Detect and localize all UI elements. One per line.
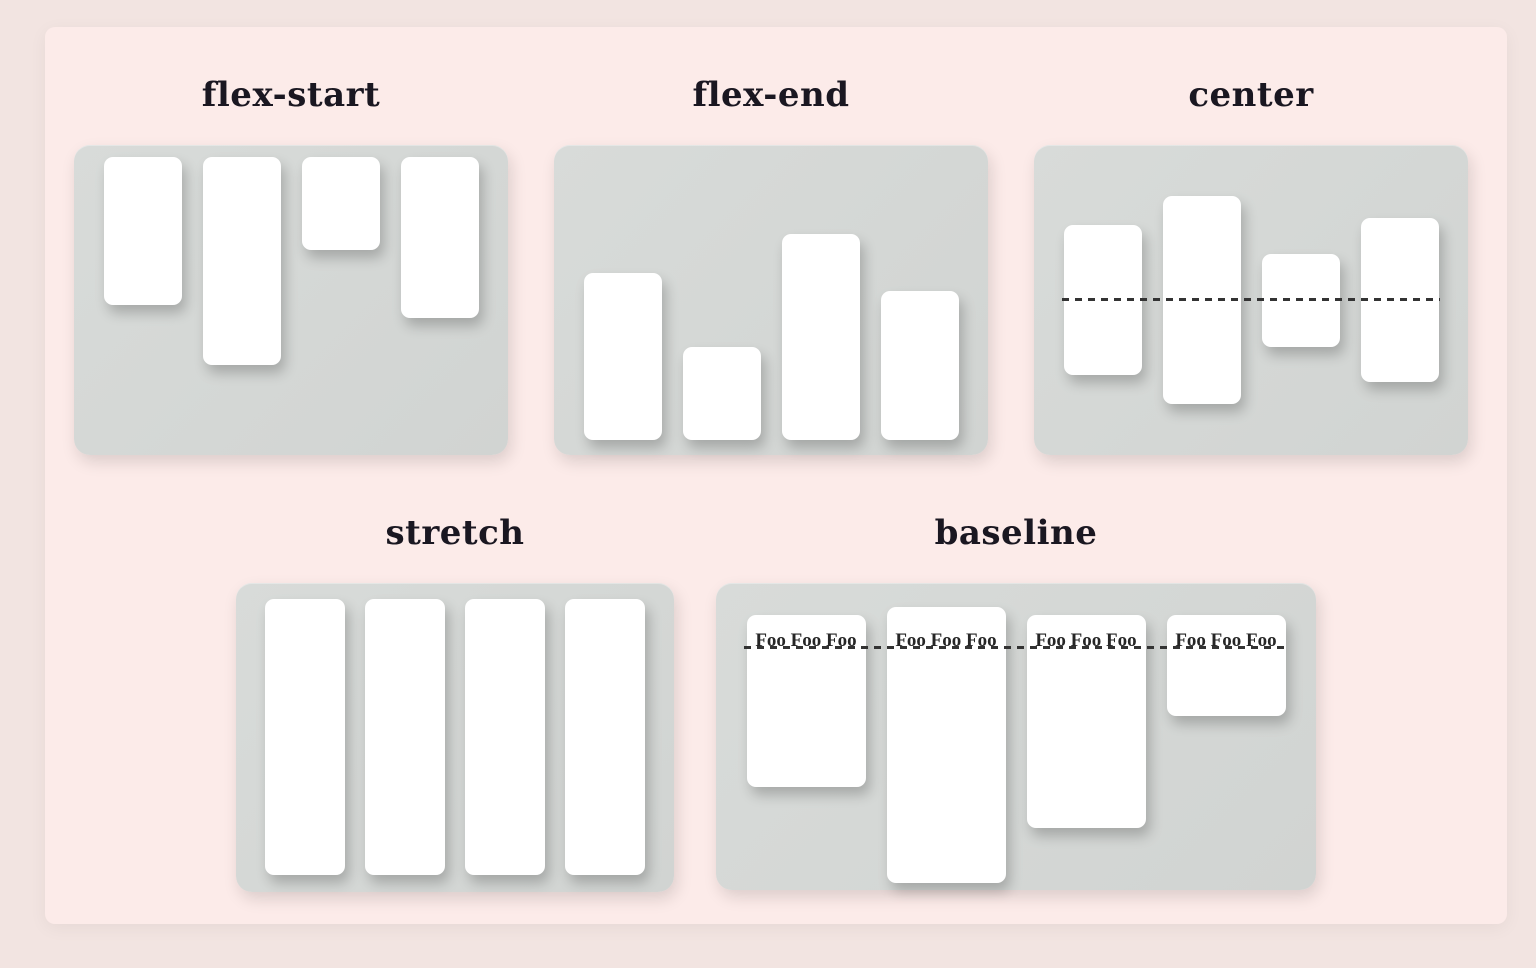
- flex-container-stretch: [236, 583, 674, 892]
- flex-item-card: [781, 234, 860, 440]
- panel-flex-end: flex-end: [554, 71, 988, 455]
- flex-item-card: [1063, 225, 1142, 375]
- flex-item-card: [682, 347, 761, 440]
- panel-title-flex-end: flex-end: [692, 75, 850, 115]
- card-baseline-label: Foo Foo Foo: [755, 630, 857, 651]
- diagram-row-top: flex-start flex-end center: [74, 71, 1468, 455]
- panel-title-flex-start: flex-start: [201, 75, 381, 115]
- flex-item-card: [202, 157, 281, 365]
- flex-item-card: [880, 291, 959, 440]
- panel-flex-start: flex-start: [74, 71, 508, 455]
- flex-item-card: Foo Foo Foo: [886, 607, 1006, 883]
- card-baseline-label: Foo Foo Foo: [895, 630, 997, 651]
- panel-title-stretch: stretch: [385, 513, 525, 553]
- card-baseline-label: Foo Foo Foo: [1175, 630, 1277, 651]
- flex-item-card: [1261, 253, 1340, 347]
- flex-item-card: [565, 599, 645, 875]
- flex-item-card: [583, 273, 662, 440]
- flex-item-card: [103, 157, 182, 305]
- flex-item-card: Foo Foo Foo: [1166, 615, 1286, 716]
- flex-item-card: [400, 157, 479, 318]
- card-baseline-label: Foo Foo Foo: [1035, 630, 1137, 651]
- flex-container-flex-end: [554, 145, 988, 455]
- diagram-background-panel: flex-start flex-end center stretch basel…: [45, 27, 1507, 924]
- panel-title-center: center: [1188, 75, 1314, 115]
- flex-item-card: [265, 599, 345, 875]
- flex-container-flex-start: [74, 145, 508, 455]
- flex-item-card: [301, 157, 380, 250]
- flex-container-center: [1034, 145, 1468, 455]
- flex-item-card: [1162, 196, 1241, 404]
- panel-center: center: [1034, 71, 1468, 455]
- flex-item-card: [1360, 218, 1439, 382]
- flex-container-baseline: Foo Foo Foo Foo Foo Foo Foo Foo Foo Foo Foo…: [716, 583, 1316, 890]
- flex-item-card: Foo Foo Foo: [746, 615, 866, 787]
- flex-item-card: [365, 599, 445, 875]
- panel-stretch: stretch: [236, 509, 674, 892]
- panel-title-baseline: baseline: [934, 513, 1098, 553]
- flex-item-card: [465, 599, 545, 875]
- flex-item-card: Foo Foo Foo: [1026, 615, 1146, 828]
